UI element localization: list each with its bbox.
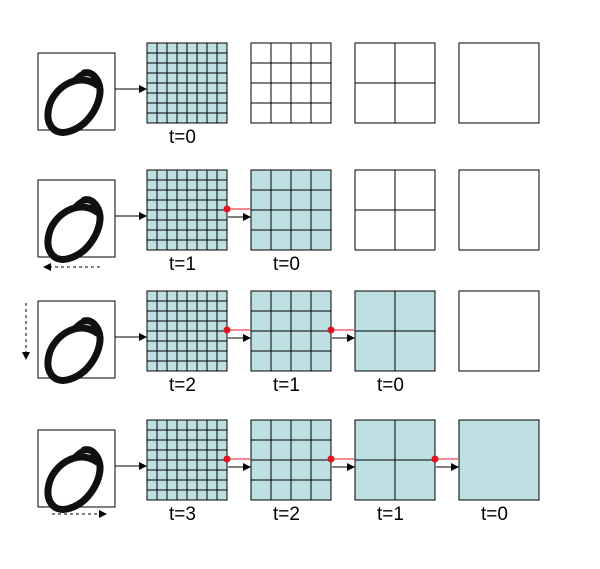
time-step-label: t=0	[481, 504, 508, 525]
time-step-label: t=1	[273, 375, 300, 396]
grid-4x4	[250, 419, 332, 501]
time-step-label: t=0	[273, 254, 300, 275]
input-image-1	[37, 52, 116, 132]
grid-4x4	[250, 42, 332, 124]
grid-2x2	[354, 42, 436, 124]
grid-8x8	[146, 42, 228, 124]
grid-background	[458, 169, 540, 251]
diagram-row-2: t=1 t=0	[37, 169, 540, 275]
time-step-label: t=3	[169, 504, 196, 525]
grid-1x1	[458, 169, 540, 251]
time-step-label: t=0	[169, 127, 196, 148]
grid-1x1	[458, 419, 540, 501]
grid-2x2	[354, 290, 436, 372]
grid-2x2	[354, 169, 436, 251]
grid-8x8	[146, 419, 228, 501]
grid-4x4	[250, 169, 332, 251]
grid-8x8	[146, 290, 228, 372]
time-step-label: t=0	[377, 375, 404, 396]
grid-background	[458, 419, 540, 501]
input-image-3	[37, 300, 116, 380]
grid-1x1	[458, 290, 540, 372]
input-image-4	[37, 429, 116, 509]
time-step-label: t=2	[169, 375, 196, 396]
time-step-label: t=1	[169, 254, 196, 275]
input-image-2	[37, 179, 116, 259]
time-step-label: t=2	[273, 504, 300, 525]
time-step-label: t=1	[377, 504, 404, 525]
diagram-row-1: t=0	[37, 42, 540, 148]
grid-4x4	[250, 290, 332, 372]
grid-8x8	[146, 169, 228, 251]
grid-2x2	[354, 419, 436, 501]
diagram-row-4: t=3 t=2 t=1 t=0	[37, 419, 540, 525]
diagram-row-3: t=2 t=1 t=0	[22, 290, 540, 396]
grid-1x1	[458, 42, 540, 124]
grid-background	[458, 290, 540, 372]
grid-background	[458, 42, 540, 124]
